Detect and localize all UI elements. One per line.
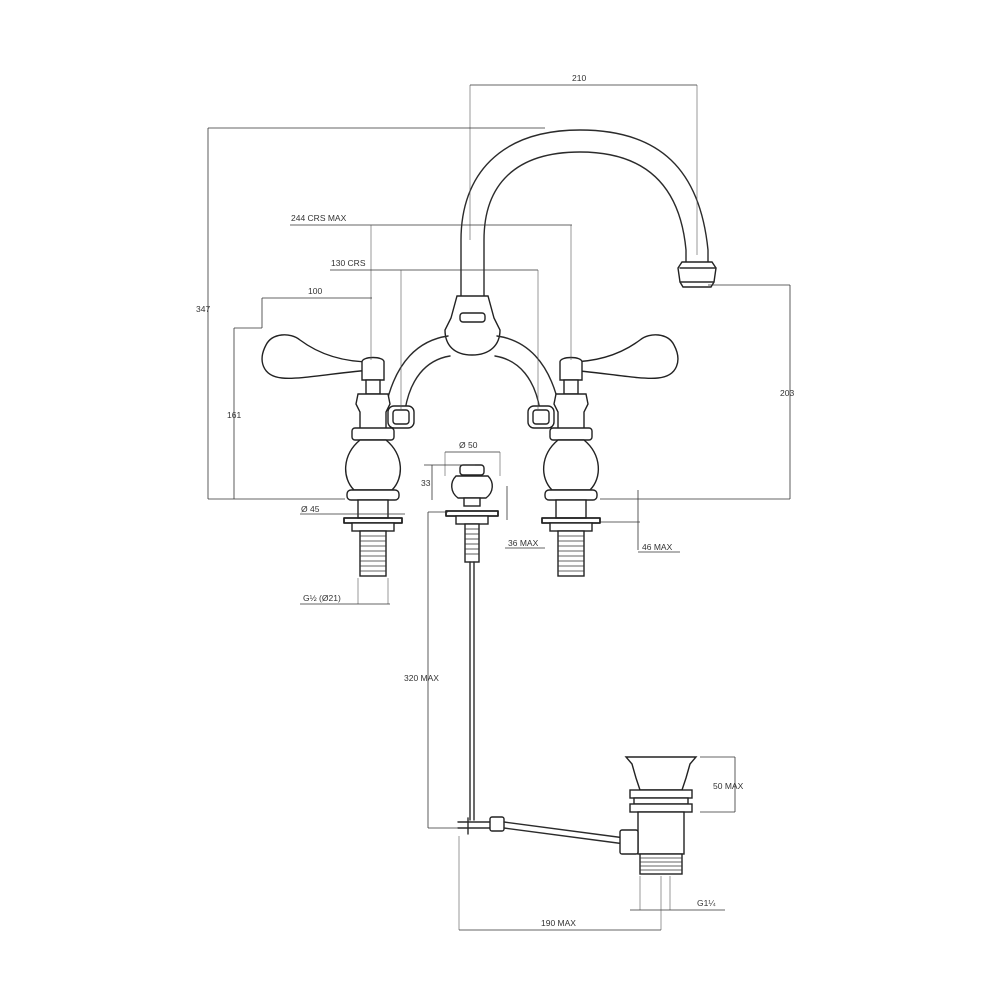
pop-up-waste (457, 756, 698, 875)
dimension-lines (207, 84, 791, 931)
bridge (384, 295, 561, 429)
dim-deck-thickness: 46 MAX (642, 542, 673, 552)
hub-nut (459, 312, 486, 323)
dim-knob-deck-depth: 36 MAX (508, 538, 539, 548)
dim-waste-top-height: 50 MAX (713, 781, 744, 791)
dim-min-centres: 130 CRS (331, 258, 366, 268)
dimension-labels: 210 347 244 CRS MAX 130 CRS 100 161 203 … (196, 73, 794, 928)
spout (460, 129, 717, 297)
dim-handle-length: 100 (308, 286, 322, 296)
pop-up-knob (445, 464, 499, 821)
dim-waste-offset: 190 MAX (541, 918, 576, 928)
dim-rod-length: 320 MAX (404, 673, 439, 683)
left-valve (261, 334, 403, 577)
dim-body-height: 161 (227, 410, 241, 420)
dim-max-centres: 244 CRS MAX (291, 213, 347, 223)
dim-flange-diameter: Ø 45 (301, 504, 320, 514)
dim-waste-thread: G1¼ (697, 898, 716, 908)
left-lever (261, 334, 373, 380)
dim-tail-thread: G½ (Ø21) (303, 593, 341, 603)
right-lever (567, 334, 679, 380)
dim-spout-reach: 210 (572, 73, 586, 83)
dim-knob-diameter: Ø 50 (459, 440, 478, 450)
dim-overall-height: 347 (196, 304, 210, 314)
dim-knob-height: 33 (421, 478, 431, 488)
bridge-hub (444, 295, 501, 356)
right-union (527, 405, 555, 429)
dim-spout-outlet-height: 203 (780, 388, 794, 398)
right-valve (541, 334, 679, 577)
aerator (677, 261, 717, 288)
